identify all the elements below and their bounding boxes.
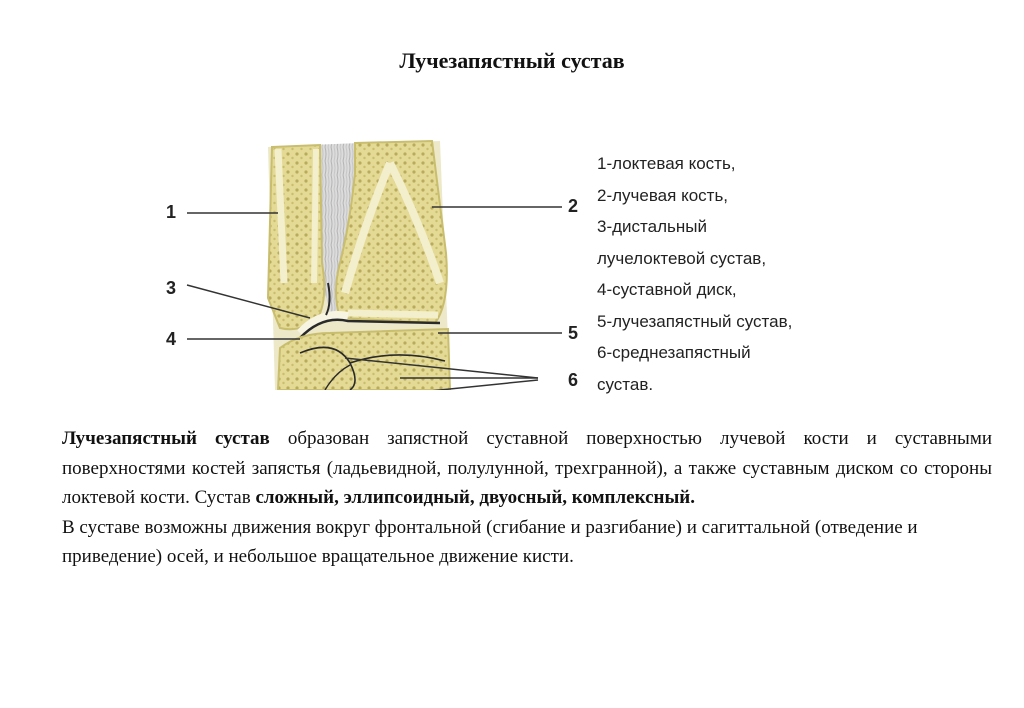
legend-item: 1-локтевая кость, (597, 154, 736, 173)
paragraph-1-text: образован запястной суставной поверхност… (62, 428, 993, 508)
callout-6: 6 (568, 370, 579, 390)
legend-item: сустав. (597, 374, 654, 394)
wrist-joint-illustration: 1 2 3 4 5 6 (150, 133, 600, 392)
paragraph-1: Лучезапястный сустав образован запястной… (62, 424, 992, 513)
paragraph-2: В суставе возможны движения вокруг фронт… (62, 516, 918, 568)
callout-3: 3 (166, 278, 177, 298)
callout-1: 1 (166, 202, 177, 222)
legend-item: 5-лучезапястный сустав, (597, 311, 793, 331)
description-text: Лучезапястный сустав образован запястной… (62, 424, 992, 572)
legend-item: лучелоктевой сустав, (597, 248, 767, 268)
legend-item: 3-дистальный (597, 217, 707, 236)
anatomy-drawing (186, 139, 562, 392)
callout-5: 5 (568, 323, 579, 343)
legend-item: 2-лучевая кость, (597, 185, 729, 205)
legend-item: 6-среднезапястный (597, 343, 751, 362)
legend-item: 4-суставной диск, (597, 280, 737, 299)
characteristics-bold: сложный, эллипсоидный, двуосный, комплек… (255, 487, 695, 508)
page-title: Лучезапястный сустав (399, 48, 625, 73)
term-bold: Лучезапястный сустав (62, 428, 270, 449)
callout-4: 4 (166, 329, 177, 349)
callout-2: 2 (568, 196, 579, 216)
articular-disc (297, 311, 349, 336)
radius-bone (335, 139, 448, 325)
figure-legend: 1-локтевая кость, 2-лучевая кость, 3-дис… (597, 148, 897, 400)
